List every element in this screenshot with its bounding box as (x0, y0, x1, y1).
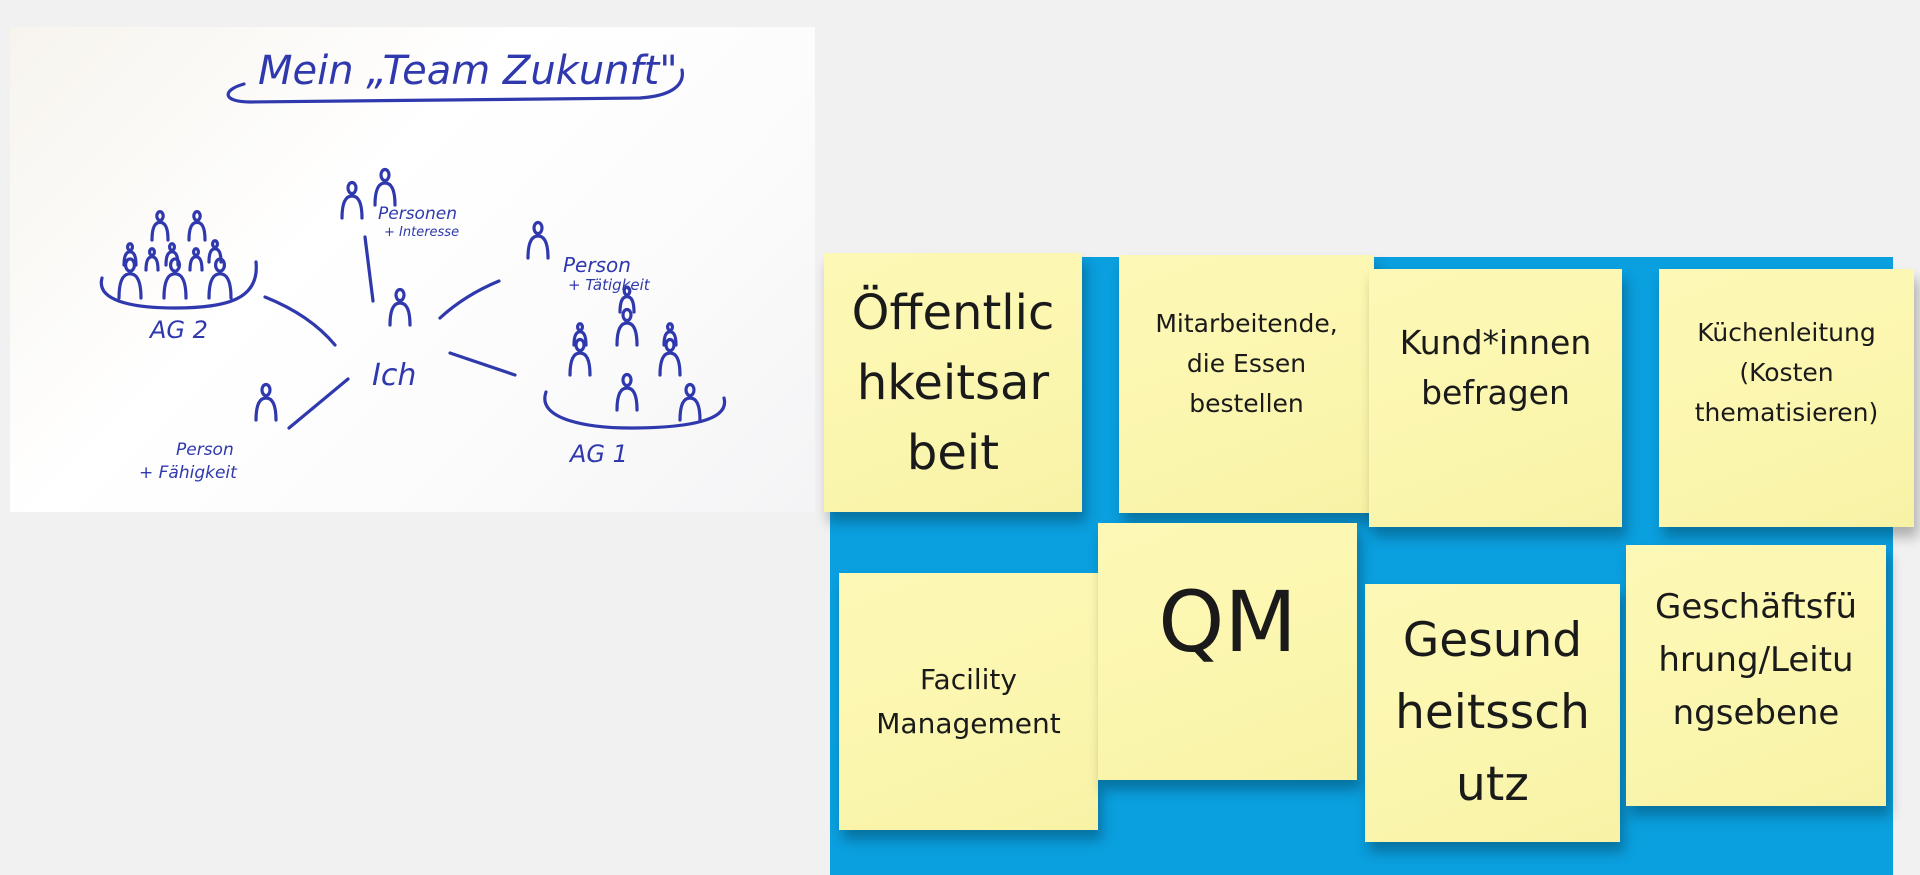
note-text: Öffentlic hkeitsar beit (851, 284, 1055, 481)
note-text: Facility Management (876, 662, 1061, 740)
note-text: Mitarbeitende, die Essen bestellen (1155, 309, 1338, 418)
sticky-note-qm[interactable]: QM (1098, 523, 1357, 780)
sticky-note-oeffentlichkeitsarbeit[interactable]: Öffentlic hkeitsar beit (824, 253, 1082, 512)
sticky-note-mitarbeitende[interactable]: Mitarbeitende, die Essen bestellen (1119, 255, 1374, 513)
flipchart-photo (10, 27, 815, 512)
sticky-note-facility-management[interactable]: Facility Management (839, 573, 1098, 830)
note-text: Küchenleitung (Kosten thematisieren) (1694, 318, 1879, 427)
note-text: QM (1158, 572, 1297, 671)
note-text: Geschäftsfü hrung/Leitu ngsebene (1655, 587, 1857, 733)
sticky-note-geschaeftsfuehrung[interactable]: Geschäftsfü hrung/Leitu ngsebene (1626, 545, 1886, 806)
note-text: Gesund heitssch utz (1395, 613, 1590, 812)
sticky-note-kundinnen[interactable]: Kund*innen befragen (1369, 269, 1622, 527)
sticky-note-gesundheitsschutz[interactable]: Gesund heitssch utz (1365, 584, 1620, 842)
sticky-note-kuechenleitung[interactable]: Küchenleitung (Kosten thematisieren) (1659, 269, 1914, 527)
note-text: Kund*innen befragen (1399, 323, 1592, 412)
